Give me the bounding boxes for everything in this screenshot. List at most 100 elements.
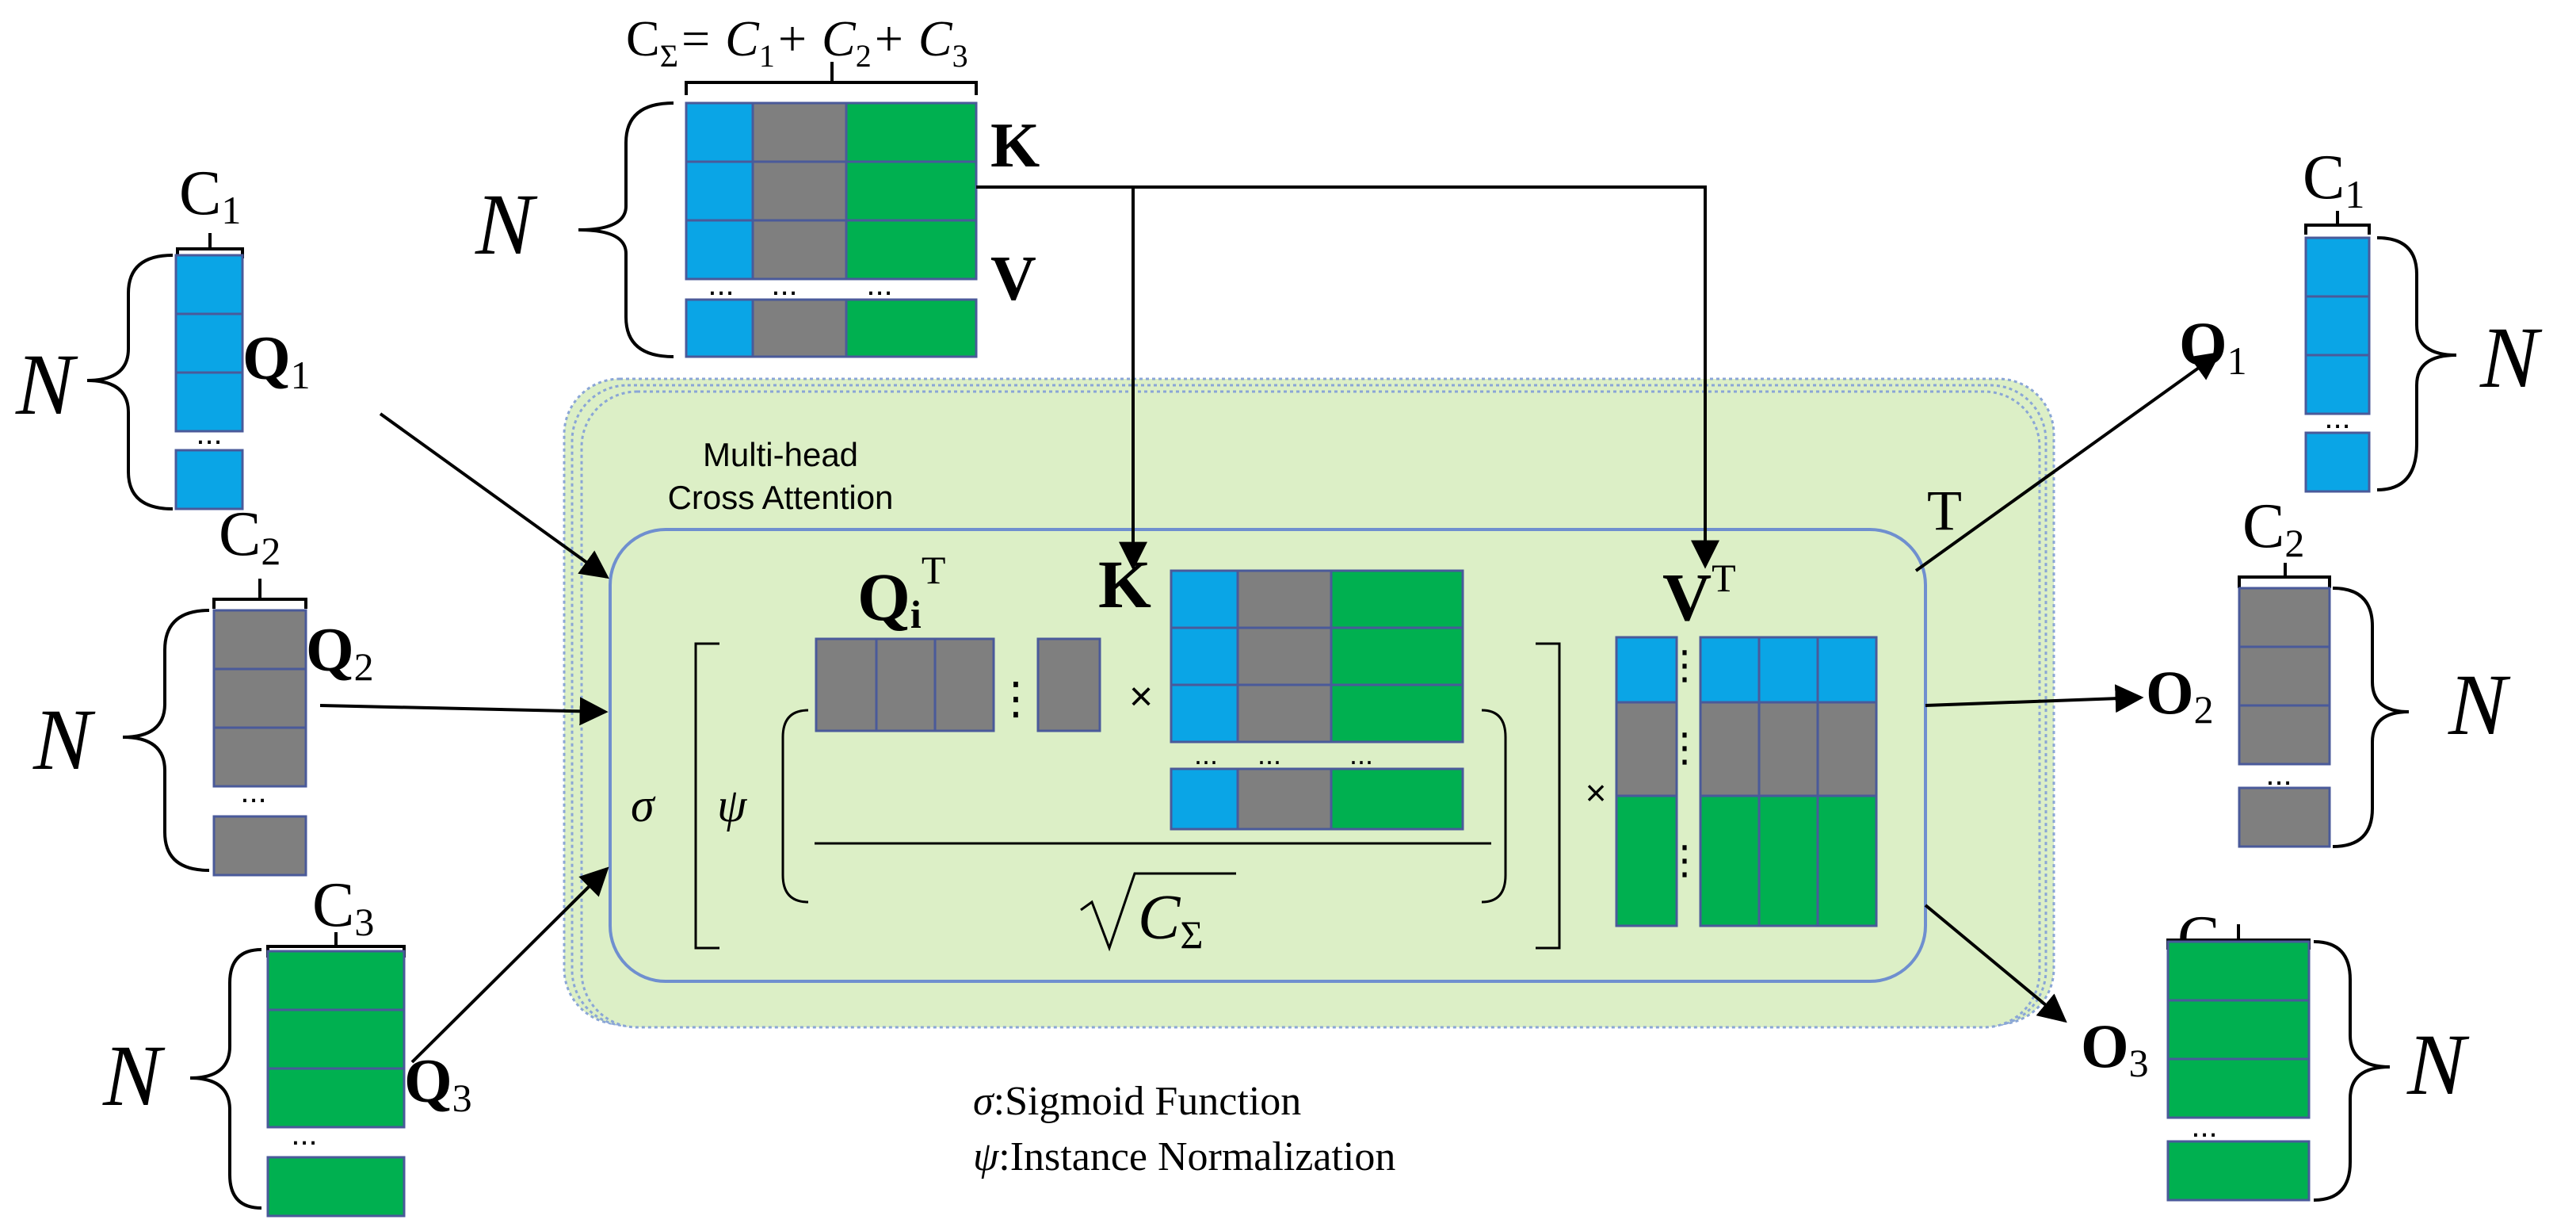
kv-input-block: CΣ= C1+ C2+ C3 N ... ... ... K V	[475, 10, 1040, 358]
vt-cell	[1699, 636, 1761, 704]
q1-c-bracket	[176, 233, 244, 258]
o1-c-label: C1	[2303, 143, 2364, 216]
vt-cell	[1699, 701, 1761, 797]
q3-c-label: C3	[312, 870, 374, 944]
panel-title-line1: Multi-head	[703, 436, 858, 473]
csum-bracket	[685, 62, 978, 95]
q2-column	[212, 609, 307, 877]
qi-cell	[875, 637, 937, 732]
k-panel-cell	[1236, 626, 1333, 686]
o1-cell-last	[2304, 431, 2371, 493]
o3-label: O3	[2081, 1011, 2149, 1085]
qi-cell	[933, 637, 995, 732]
q1-cell-last	[174, 449, 244, 510]
sqrt-c-label: CΣ	[1138, 883, 1203, 957]
k-panel-cell	[1170, 626, 1239, 686]
kv-cell	[685, 298, 754, 358]
o1-cell-1	[2304, 236, 2371, 298]
q1-n-label: N	[15, 336, 78, 433]
arrow-panel-to-o2	[1925, 684, 2144, 713]
kv-ellipsis-3: ...	[866, 267, 892, 302]
q2-n-label: N	[32, 691, 96, 788]
kv-cell	[751, 219, 848, 281]
kv-ellipsis-2: ...	[771, 267, 797, 302]
times-symbol-1: ×	[1129, 674, 1153, 720]
attention-formula: σ ψ QiT ⋮ × K ... ... ... CΣ × VT ⋮ ⋮ ⋮	[631, 546, 1878, 957]
o1-c-bracket	[2304, 211, 2371, 235]
k-panel-cell	[1170, 767, 1239, 831]
kv-cell	[685, 101, 754, 163]
vt-cell	[1615, 794, 1678, 927]
kv-cell	[751, 160, 848, 222]
o3-ellipsis: ...	[2191, 1109, 2217, 1144]
o1-block: C1 ... N O1	[2179, 143, 2543, 493]
q3-block: C3 N ... Q3	[102, 870, 472, 1218]
arrow-panel-to-o1	[1914, 351, 2221, 572]
kv-cell	[845, 160, 978, 222]
kv-ellipsis-1: ...	[708, 267, 734, 302]
qi-cell	[1036, 637, 1101, 732]
o2-cell-2	[2238, 645, 2331, 707]
kv-cell	[845, 219, 978, 281]
k-panel-cell	[1236, 683, 1333, 744]
csum-label: CΣ= C1+ C2+ C3	[626, 10, 968, 74]
kv-cell	[845, 101, 978, 163]
o3-block: C3 ... N O3	[2081, 904, 2470, 1202]
q2-cell-1	[212, 609, 307, 671]
v-label: V	[990, 244, 1036, 314]
sigma-left-bracket	[694, 642, 719, 950]
o1-column	[2304, 236, 2371, 493]
q3-cell-last	[266, 1156, 406, 1218]
o2-n-label: N	[2448, 656, 2511, 753]
legend-sigma: σ:Sigmoid Function	[973, 1079, 1301, 1124]
q1-cell-3	[174, 371, 244, 433]
o1-cell-2	[2304, 295, 2371, 357]
kv-cell	[751, 298, 848, 358]
o1-cell-3	[2304, 354, 2371, 415]
q2-cell-2	[212, 667, 307, 729]
q1-block: C1 N ... Q1	[15, 159, 311, 510]
q1-label: Q1	[242, 323, 311, 397]
q1-n-brace	[86, 254, 174, 510]
o1-n-label: N	[2479, 309, 2543, 406]
q1-cell-2	[174, 312, 244, 374]
o3-n-label: N	[2406, 1016, 2470, 1113]
panel-title-line2: Cross Attention	[668, 479, 894, 516]
k-panel-cell	[1330, 767, 1464, 831]
q2-cell-last	[212, 815, 307, 877]
arrows	[319, 185, 2221, 1064]
sigma-right-bracket	[1536, 642, 1561, 950]
k-panel-cell	[1330, 683, 1464, 744]
q1-column	[174, 254, 244, 510]
k-matrix-panel	[1170, 569, 1464, 831]
vt-cell	[1816, 794, 1878, 927]
kv-cell	[751, 101, 848, 163]
vt-cell	[1757, 636, 1819, 704]
vt-cell	[1757, 701, 1819, 797]
arrow-v-to-panel	[1133, 185, 1719, 569]
k-panel-cell	[1236, 569, 1333, 629]
o1-n-brace	[2376, 236, 2457, 491]
k-panel-ellipsis-2: ...	[1257, 738, 1281, 770]
q1-cell-1	[174, 254, 244, 315]
o3-cell-1	[2166, 940, 2311, 1002]
o3-column	[2166, 940, 2311, 1202]
arrow-q2-to-panel	[319, 697, 609, 726]
q3-n-brace	[189, 948, 262, 1210]
kv-cell	[845, 298, 978, 358]
k-panel-cell	[1330, 569, 1464, 629]
k-panel-cell	[1236, 767, 1333, 831]
arrow-panel-to-o3	[1924, 904, 2067, 1023]
vt-cell	[1615, 636, 1678, 704]
kv-matrix	[685, 101, 978, 358]
psi-right-paren	[1481, 709, 1507, 904]
q2-c-label: C2	[219, 499, 280, 573]
o3-cell-2	[2166, 999, 2311, 1061]
q2-ellipsis: ...	[240, 774, 266, 809]
k-panel-cell	[1330, 626, 1464, 686]
q3-cell-2	[266, 1008, 406, 1070]
k-panel-cell	[1170, 569, 1239, 629]
q3-column	[266, 950, 406, 1218]
vt-vdots-1: ⋮	[1665, 643, 1704, 687]
